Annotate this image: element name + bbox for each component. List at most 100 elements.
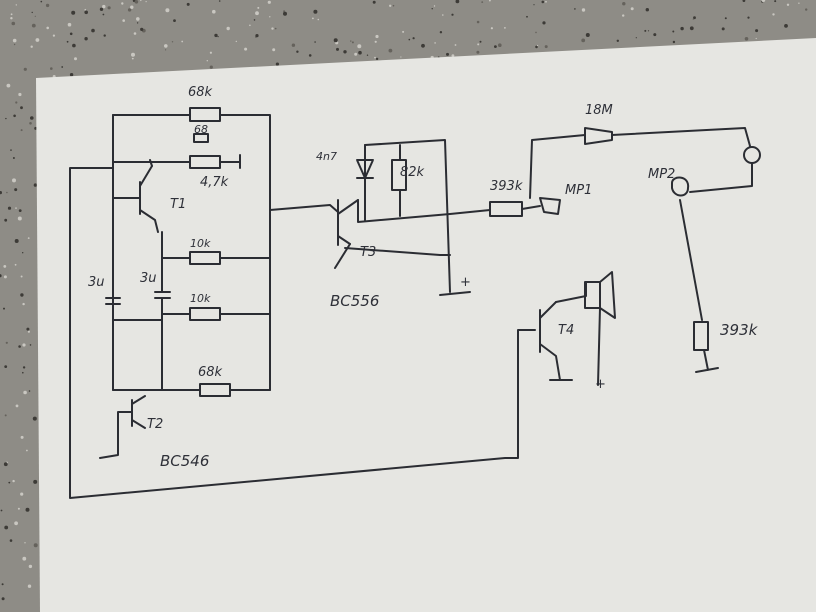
transistor-t1	[112, 165, 159, 233]
granite-speck	[22, 302, 25, 306]
granite-speck	[13, 114, 16, 118]
granite-speck	[22, 366, 26, 369]
granite-speck	[421, 43, 425, 48]
label-3u-a: 3u	[88, 275, 105, 290]
granite-speck	[535, 45, 538, 49]
lamp	[743, 146, 761, 164]
granite-speck	[140, 0, 142, 2]
granite-speck	[20, 492, 24, 496]
granite-speck	[542, 21, 546, 25]
granite-speck	[291, 43, 296, 47]
granite-speck	[133, 32, 137, 35]
granite-speck	[489, 0, 491, 2]
granite-speck	[217, 36, 219, 38]
granite-speck	[272, 48, 276, 52]
granite-speck	[585, 33, 590, 37]
granite-speck	[12, 157, 15, 159]
label-mp-left: MP1	[565, 183, 592, 198]
label-bc546: BC546	[160, 452, 209, 470]
granite-speck	[374, 56, 376, 59]
label-t4: T4	[558, 323, 574, 338]
granite-speck	[317, 18, 320, 21]
transistor-t3	[337, 199, 359, 246]
granite-speck	[14, 239, 19, 243]
granite-speck	[33, 183, 38, 187]
granite-speck	[8, 481, 11, 484]
granite-speck	[235, 40, 237, 43]
granite-speck	[644, 29, 647, 32]
granite-speck	[23, 67, 27, 71]
granite-speck	[366, 54, 369, 56]
label-3u-b: 3u	[140, 271, 157, 286]
granite-speck	[336, 47, 339, 51]
granite-speck	[476, 20, 480, 24]
granite-speck	[131, 52, 135, 57]
granite-speck	[69, 32, 73, 36]
resistor-393k-a	[489, 201, 523, 217]
granite-speck	[693, 16, 696, 20]
granite-speck	[30, 45, 33, 48]
granite-speckles	[0, 0, 808, 601]
granite-speck	[389, 4, 392, 8]
right-network	[529, 127, 761, 386]
granite-speck	[33, 543, 38, 548]
granite-speck	[131, 57, 134, 60]
granite-speck	[61, 66, 64, 68]
granite-speck	[171, 41, 174, 43]
label-small: 68	[194, 123, 208, 136]
granite-speck	[541, 0, 545, 4]
granite-speck	[102, 4, 106, 9]
granite-speck	[358, 50, 362, 55]
paper-sheet	[36, 38, 816, 612]
granite-speck	[214, 33, 218, 38]
granite-speck	[689, 26, 694, 31]
granite-speck	[30, 116, 34, 120]
granite-speck	[283, 10, 286, 13]
electrode-left	[539, 197, 561, 215]
granite-speck	[10, 17, 13, 20]
resistor-393k-b	[693, 321, 709, 351]
label-t3: T3	[360, 245, 376, 260]
granite-speck	[333, 38, 338, 43]
granite-speck	[721, 27, 725, 31]
granite-speck	[581, 38, 586, 43]
granite-speck	[4, 365, 8, 368]
granite-speck	[14, 521, 18, 526]
granite-speck	[351, 41, 354, 44]
granite-speck	[212, 9, 216, 14]
granite-speck	[84, 8, 87, 11]
capacitor-3u-b	[154, 291, 171, 299]
granite-speck	[29, 122, 32, 125]
granite-speck	[672, 40, 676, 44]
granite-speck	[257, 6, 260, 9]
granite-speck	[127, 8, 132, 12]
granite-speck	[186, 2, 190, 6]
granite-speck	[99, 7, 104, 11]
granite-speck	[255, 11, 259, 16]
granite-speck	[209, 51, 212, 54]
granite-speck	[533, 4, 535, 6]
granite-speck	[374, 40, 377, 43]
granite-speck	[27, 237, 30, 240]
granite-speck	[164, 44, 168, 48]
granite-speck	[314, 41, 316, 43]
granite-speck	[0, 274, 2, 278]
granite-speck	[3, 275, 7, 279]
granite-speck	[744, 37, 749, 41]
label-4k7: 4,7k	[200, 175, 229, 190]
granite-speck	[0, 509, 3, 512]
granite-speck	[742, 0, 746, 2]
resistor-18m	[584, 127, 613, 145]
label-mp-right: MP2	[648, 167, 675, 182]
granite-speck	[4, 218, 8, 222]
granite-speck	[46, 26, 49, 30]
granite-speck	[12, 38, 17, 43]
granite-speck	[5, 341, 8, 344]
granite-speck	[72, 43, 76, 48]
granite-speck	[451, 54, 455, 57]
granite-speck	[645, 8, 649, 12]
label-plus-t3: +	[460, 275, 471, 290]
granite-speck	[1, 583, 4, 586]
granite-speck	[451, 13, 454, 16]
granite-speck	[15, 101, 18, 104]
